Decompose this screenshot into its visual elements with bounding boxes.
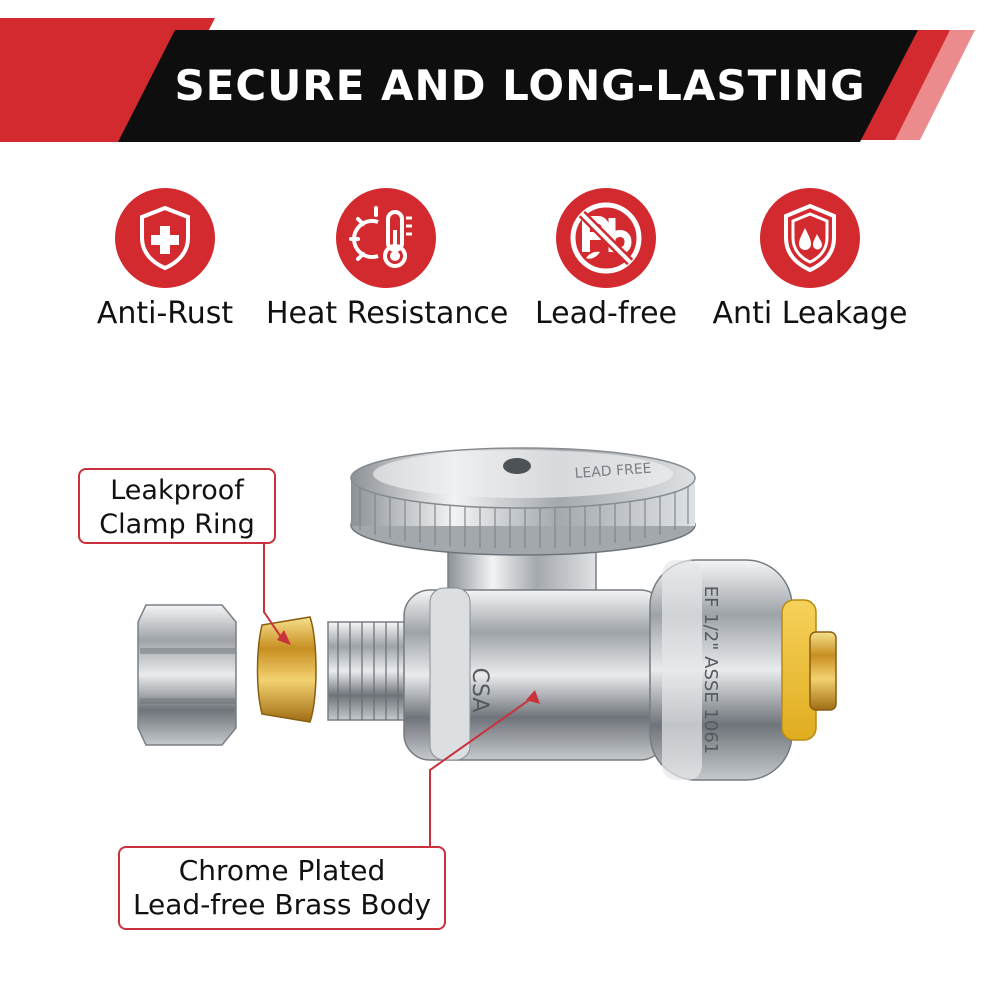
banner-title: SECURE AND LONG-LASTING [174, 61, 866, 110]
callout-clamp-ring: Leakproof Clamp Ring [78, 468, 276, 544]
leader-arrow-clamp [277, 630, 291, 645]
lead-free-pb-icon [556, 188, 656, 288]
clamp-ring [256, 616, 317, 723]
callout-line: Chrome Plated [178, 854, 386, 887]
body-marking: CSA [467, 668, 492, 713]
feature-heat-resistance: Heat Resistance [266, 188, 509, 331]
header-banner [0, 18, 975, 142]
shield-droplets-icon [760, 188, 860, 288]
feature-anti-leakage: Anti Leakage [690, 188, 930, 331]
callout-brass-body: Chrome Plated Lead-free Brass Body [118, 846, 446, 930]
callout-line: Clamp Ring [99, 509, 255, 540]
leader-arrow-body [526, 690, 540, 704]
shield-plus-icon [115, 188, 215, 288]
compression-nut [137, 604, 237, 746]
banner-dark-band [118, 30, 918, 142]
push-fit-marking: EF 1/2" ASSE 1061 [700, 586, 721, 755]
callout-line: Leakproof [110, 475, 244, 506]
threaded-inlet [327, 621, 407, 721]
feature-label: Anti Leakage [712, 296, 908, 331]
handle-marking: LEAD FREE [574, 461, 652, 482]
valve-handle[interactable]: LEAD FREE [350, 447, 696, 556]
valve-body: CSA [403, 587, 667, 761]
feature-lead-free: Lead-free [486, 188, 726, 331]
feature-label: Lead-free [534, 296, 678, 331]
feature-label: Heat Resistance [266, 296, 509, 331]
push-fit-end: EF 1/2" ASSE 1061 [649, 559, 837, 781]
banner-red-right [852, 30, 950, 140]
feature-label: Anti-Rust [96, 296, 234, 331]
sun-thermometer-icon [336, 188, 436, 288]
feature-anti-rust: Anti-Rust [45, 188, 285, 331]
callout-line: Lead-free Brass Body [132, 888, 432, 921]
